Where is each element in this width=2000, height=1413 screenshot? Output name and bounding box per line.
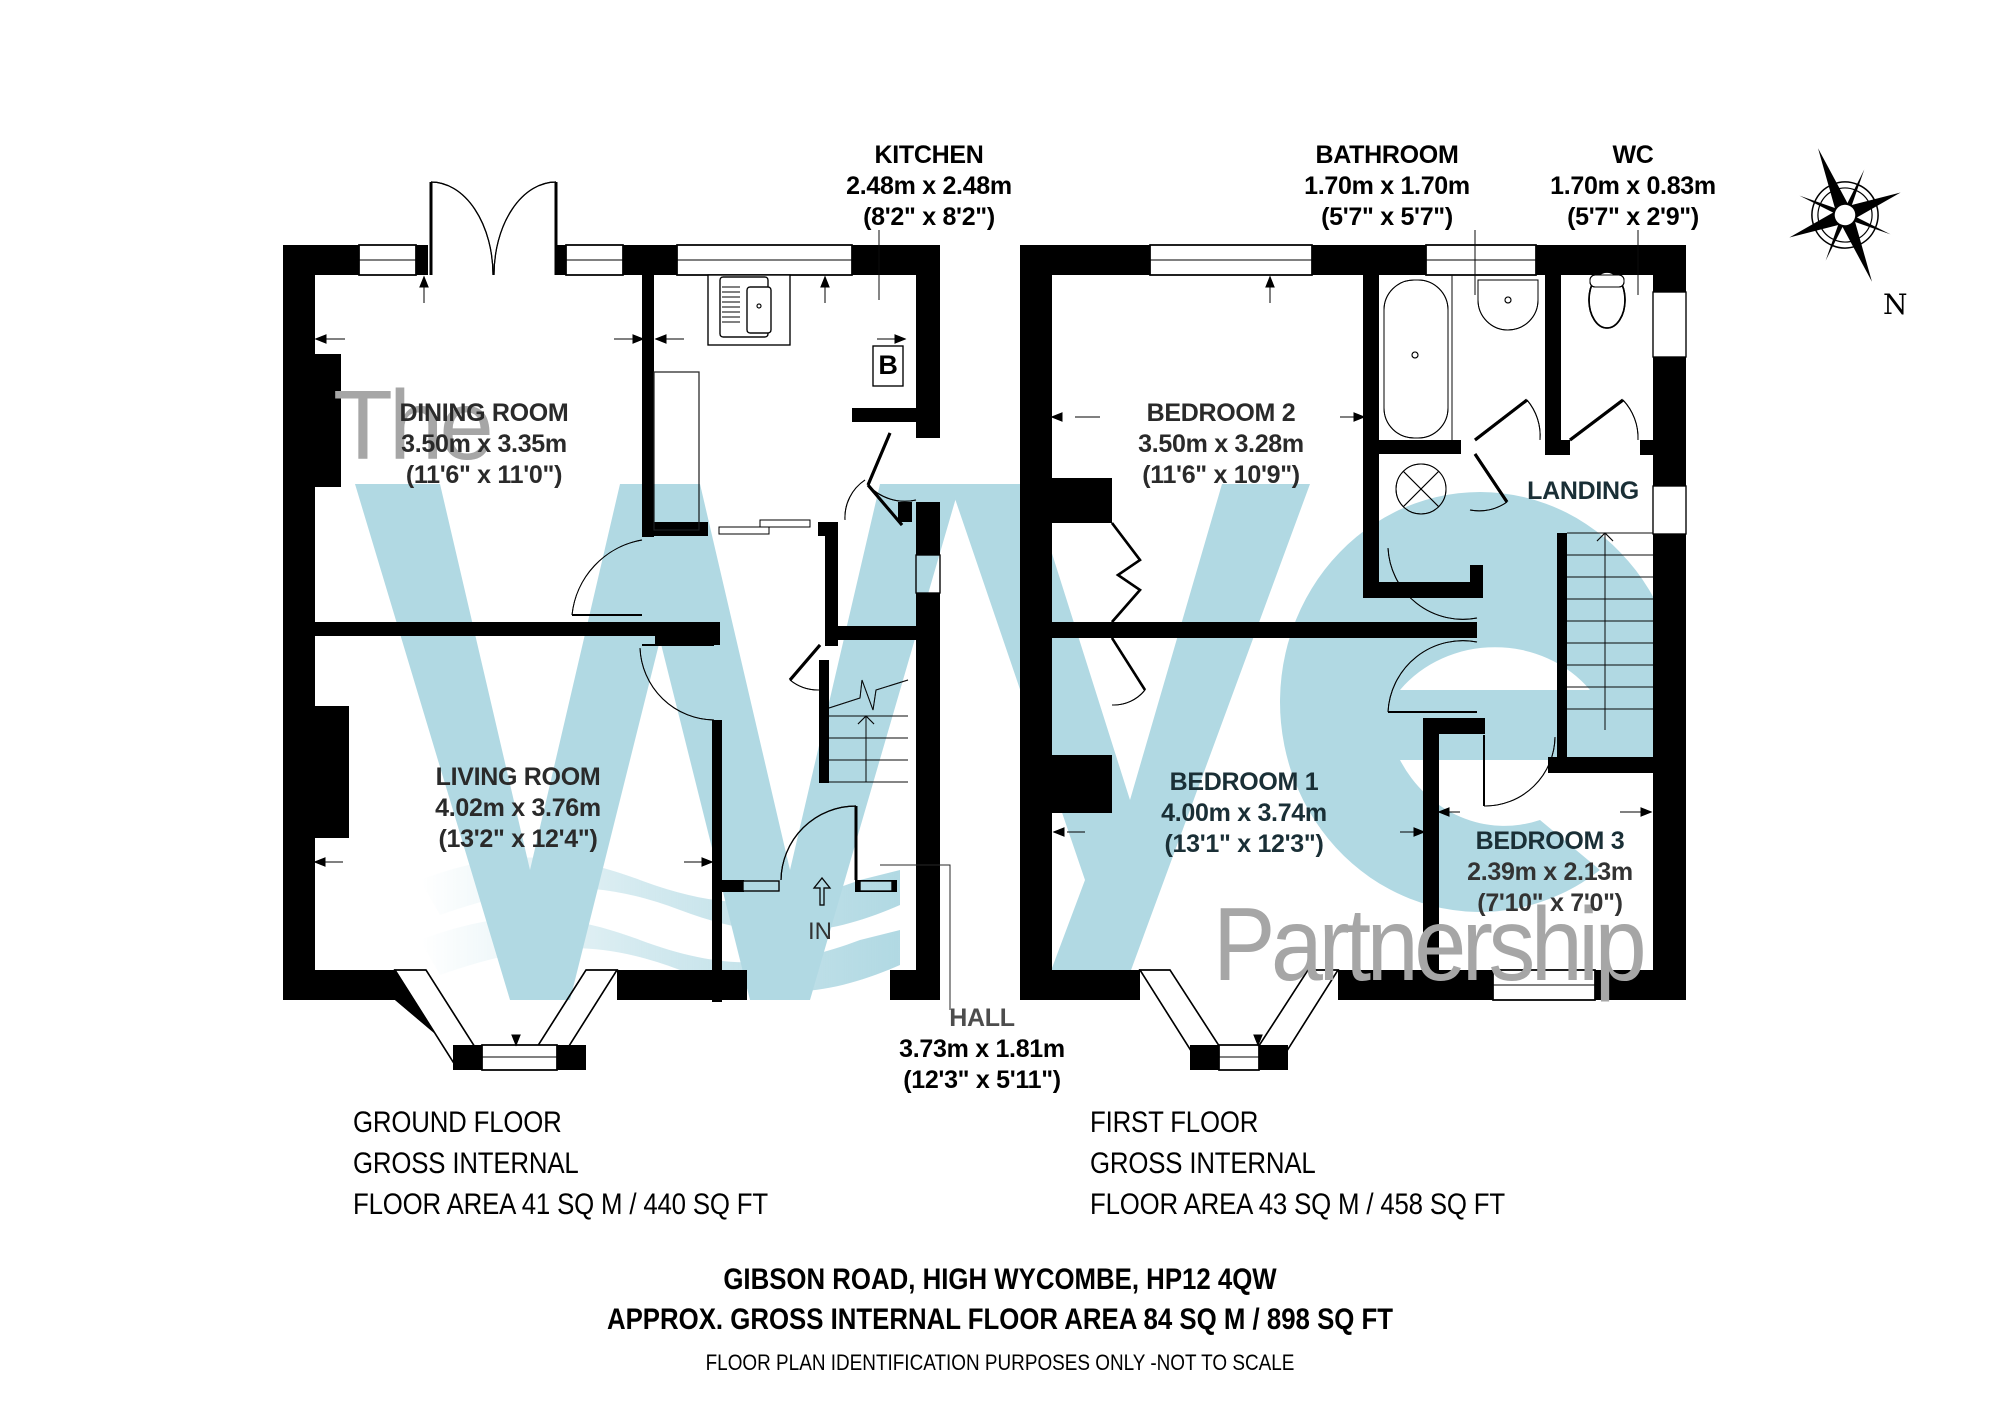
- room-imperial: (5'7" x 5'7"): [1321, 203, 1453, 231]
- boiler-label: B: [878, 350, 898, 380]
- room-label-bedroom-1: BEDROOM 1 4.00m x 3.74m (13'1" x 12'3"): [1161, 767, 1327, 860]
- room-imperial: (11'6" x 10'9"): [1142, 461, 1300, 489]
- room-metric: 2.39m x 2.13m: [1467, 858, 1633, 886]
- room-label-wc: WC 1.70m x 0.83m (5'7" x 2'9"): [1550, 140, 1716, 233]
- disclaimer: FLOOR PLAN IDENTIFICATION PURPOSES ONLY …: [705, 1350, 1295, 1375]
- total-floor-area: APPROX. GROSS INTERNAL FLOOR AREA 84 SQ …: [606, 1303, 1394, 1336]
- room-imperial: (7'10" x 7'0"): [1477, 889, 1623, 917]
- compass-rose-icon: [1789, 148, 1901, 282]
- room-imperial: (13'2" x 12'4"): [438, 825, 598, 853]
- room-name: BEDROOM 2: [1146, 399, 1296, 427]
- summary-line: FLOOR AREA 43 SQ M / 458 SQ FT: [1090, 1188, 1505, 1221]
- room-label-kitchen: KITCHEN 2.48m x 2.48m (8'2" x 8'2"): [846, 140, 1012, 233]
- room-label-living-room: LIVING ROOM 4.02m x 3.76m (13'2" x 12'4"…: [435, 762, 601, 855]
- room-name: DINING ROOM: [399, 399, 569, 427]
- room-metric: 3.50m x 3.28m: [1138, 430, 1304, 458]
- room-metric: 1.70m x 0.83m: [1550, 172, 1716, 200]
- room-imperial: (8'2" x 8'2"): [863, 203, 995, 231]
- room-imperial: (13'1" x 12'3"): [1164, 830, 1324, 858]
- room-imperial: (12'3" x 5'11"): [903, 1066, 1061, 1094]
- room-metric: 4.00m x 3.74m: [1161, 799, 1327, 827]
- watermark-the-text: The: [333, 370, 494, 480]
- room-name: BEDROOM 1: [1169, 768, 1319, 796]
- summary-line: GROSS INTERNAL: [1090, 1147, 1316, 1180]
- room-metric: 3.50m x 3.35m: [401, 430, 567, 458]
- room-metric: 2.48m x 2.48m: [846, 172, 1012, 200]
- watermark-partnership-text: Partnership: [1213, 887, 1647, 1003]
- room-name: HALL: [949, 1004, 1015, 1032]
- property-address: GIBSON ROAD, HIGH WYCOMBE, HP12 4QW: [723, 1263, 1277, 1296]
- room-label-bathroom: BATHROOM 1.70m x 1.70m (5'7" x 5'7"): [1304, 140, 1470, 233]
- room-label-bedroom-3: BEDROOM 3 2.39m x 2.13m (7'10" x 7'0"): [1467, 826, 1633, 919]
- first-floor-summary: FIRST FLOOR GROSS INTERNAL FLOOR AREA 43…: [1090, 1102, 1505, 1225]
- room-name: WC: [1612, 141, 1654, 169]
- summary-line: FLOOR AREA 41 SQ M / 440 SQ FT: [353, 1188, 768, 1221]
- room-name: BEDROOM 3: [1475, 827, 1625, 855]
- room-name: KITCHEN: [874, 141, 984, 169]
- room-metric: 4.02m x 3.76m: [435, 794, 601, 822]
- north-label: N: [1883, 288, 1908, 321]
- room-imperial: (5'7" x 2'9"): [1567, 203, 1699, 231]
- room-name: LANDING: [1527, 477, 1639, 505]
- room-metric: 1.70m x 1.70m: [1304, 172, 1470, 200]
- room-label-hall: HALL 3.73m x 1.81m (12'3" x 5'11"): [899, 1003, 1065, 1096]
- entrance-label: IN: [808, 918, 832, 945]
- room-label-dining-room: DINING ROOM 3.50m x 3.35m (11'6" x 11'0"…: [400, 398, 569, 491]
- property-footer: GIBSON ROAD, HIGH WYCOMBE, HP12 4QW APPR…: [607, 1260, 1393, 1340]
- room-label-landing: LANDING: [1527, 476, 1639, 507]
- summary-line: GROSS INTERNAL: [353, 1147, 579, 1180]
- room-label-bedroom-2: BEDROOM 2 3.50m x 3.28m (11'6" x 10'9"): [1138, 398, 1304, 491]
- room-imperial: (11'6" x 11'0"): [405, 461, 563, 489]
- room-name: BATHROOM: [1315, 141, 1459, 169]
- ground-floor-summary: GROUND FLOOR GROSS INTERNAL FLOOR AREA 4…: [353, 1102, 768, 1225]
- room-name: LIVING ROOM: [435, 763, 601, 791]
- room-metric: 3.73m x 1.81m: [899, 1035, 1065, 1063]
- summary-line: GROUND FLOOR: [353, 1106, 562, 1139]
- summary-line: FIRST FLOOR: [1090, 1106, 1259, 1139]
